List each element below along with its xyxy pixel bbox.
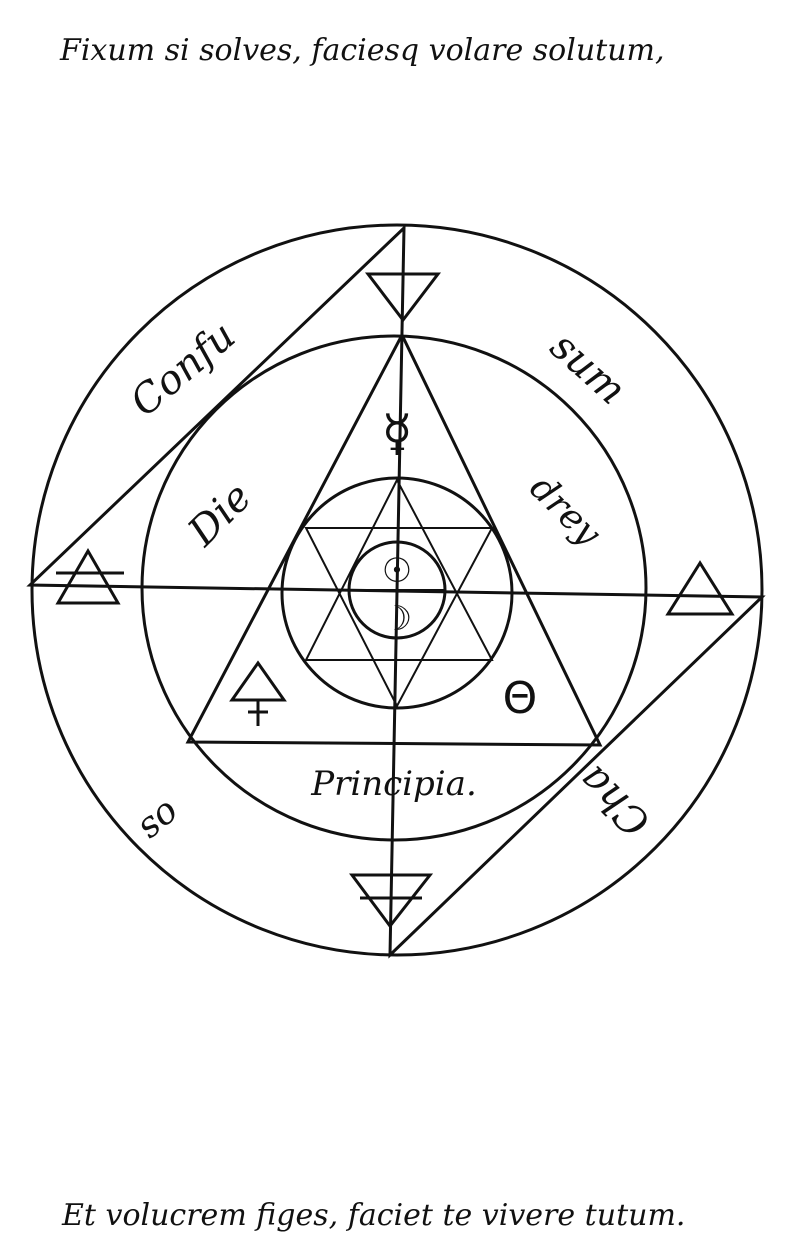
hexagram bbox=[304, 477, 494, 709]
inner-word-drey: drey bbox=[522, 467, 609, 554]
fire-symbol bbox=[665, 560, 735, 616]
sun-symbol: ☉ bbox=[382, 551, 412, 591]
sulphur-symbol bbox=[229, 660, 287, 726]
mercury-symbol: ☿ bbox=[382, 404, 413, 462]
moon-symbol: ☽ bbox=[382, 599, 412, 639]
outer-circle bbox=[30, 223, 764, 957]
inner-word-die: Die bbox=[179, 474, 261, 556]
water-symbol bbox=[364, 272, 442, 323]
ring-word-sum: sum bbox=[541, 323, 634, 414]
air-symbol bbox=[55, 547, 124, 605]
middle-circle bbox=[140, 334, 648, 842]
inner-word-principia: Principia. bbox=[310, 764, 477, 804]
motto-bottom: Et volucrem figes, faciet te vivere tutu… bbox=[61, 1198, 685, 1233]
salt-symbol: Θ bbox=[503, 673, 538, 724]
earth-symbol bbox=[349, 873, 434, 929]
square-diamond bbox=[26, 224, 766, 959]
motto-top: Fixum si solves, faciesq volare solutum, bbox=[59, 33, 665, 68]
ring-word-os: os bbox=[131, 793, 188, 850]
